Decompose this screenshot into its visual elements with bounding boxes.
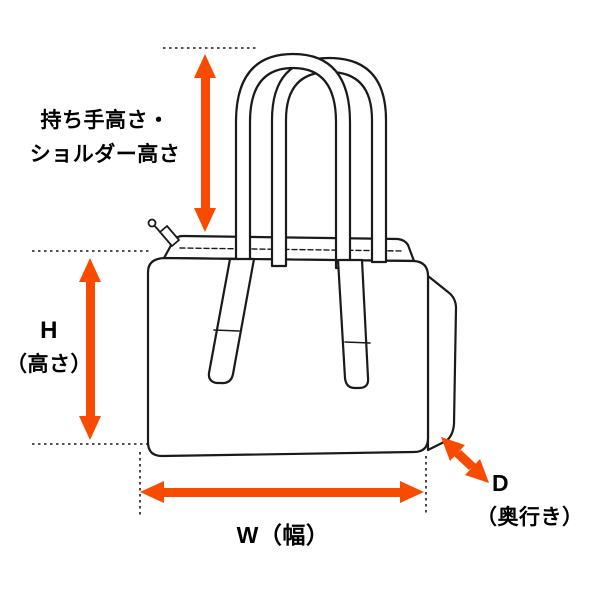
handle-height-label: 持ち手高さ・ ショルダー高さ [14, 104, 196, 172]
handle-height-label-line2: ショルダー高さ [29, 143, 181, 167]
right-strap [336, 258, 370, 390]
height-label-unit: （高さ） [6, 353, 92, 377]
depth-arrow [441, 437, 489, 483]
depth-label: D （奥行き） [476, 466, 598, 534]
zipper-teeth [179, 247, 403, 252]
height-label: H （高さ） [0, 312, 98, 382]
width-label: W（幅） [236, 522, 330, 548]
zipper-pull-icon [147, 218, 180, 247]
depth-label-letter: D [492, 470, 510, 496]
dimension-arrows [79, 54, 489, 503]
bag-drawing [146, 52, 458, 458]
left-strap [207, 257, 256, 385]
handle-height-label-line1: 持ち手高さ・ [40, 109, 170, 132]
width-arrow [140, 481, 424, 503]
height-label-letter: H [40, 317, 58, 344]
guide-lines [32, 47, 427, 516]
depth-label-unit: （奥行き） [476, 505, 584, 529]
bag-side-panel [426, 274, 458, 452]
bag-body [146, 256, 430, 458]
handle-height-arrow [194, 54, 216, 232]
height-arrow [79, 258, 101, 440]
right-strap-stitch [344, 341, 371, 344]
left-strap-stitch [213, 329, 240, 332]
